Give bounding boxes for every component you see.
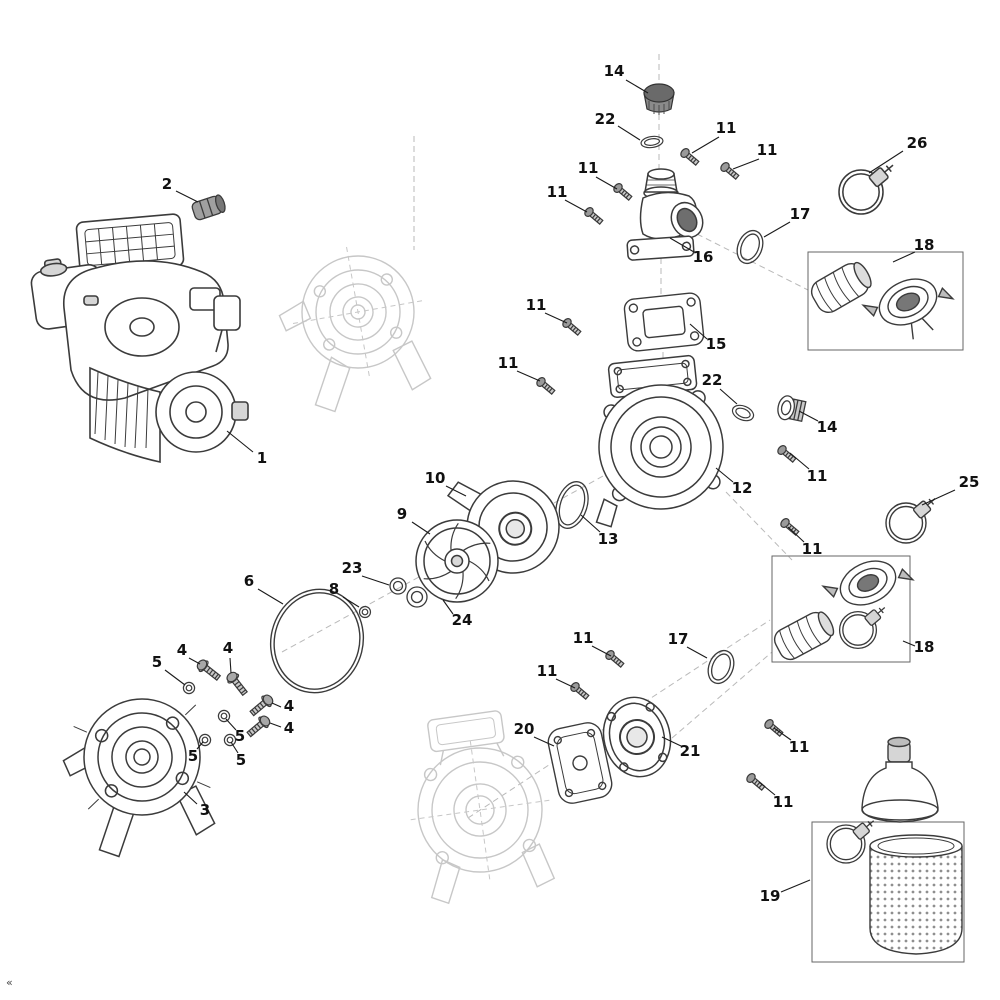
leader-line-11-44	[758, 781, 776, 796]
part-16-outlet-elbow	[626, 168, 704, 261]
part-19-strainer-set	[811, 736, 965, 963]
leader-line-2-7	[175, 190, 199, 203]
leader-line-12-17	[715, 467, 734, 483]
leader-line-26-4	[868, 150, 904, 174]
part-21-suction-flange	[602, 696, 672, 778]
leader-line-19-45	[780, 879, 811, 893]
leader-line-11-16	[789, 452, 810, 470]
leader-line-1-18	[226, 430, 254, 453]
leader-line-11-5	[595, 176, 618, 190]
leader-line-11-6	[564, 199, 588, 213]
leader-line-9-20	[411, 521, 431, 535]
leader-line-11-12	[544, 312, 568, 324]
part-8-oring-small	[358, 605, 372, 619]
part-15-gasket	[623, 292, 705, 352]
part-14-plug	[777, 395, 807, 423]
part-12-pump-housing	[595, 354, 724, 528]
leader-line-5-38	[196, 741, 204, 750]
leader-line-14-15	[798, 410, 819, 422]
leader-line-25-22	[921, 489, 956, 506]
leader-line-5-39	[230, 741, 239, 754]
leader-line-11-42	[773, 727, 792, 741]
leader-line-10-19	[445, 485, 467, 497]
leader-line-17-30	[686, 646, 708, 659]
part-20-gasket-plate	[547, 722, 613, 804]
part-17-seal-bottom	[707, 649, 735, 685]
leader-line-4-32	[188, 657, 201, 665]
leader-line-8-25	[342, 596, 360, 608]
part-14-cap	[643, 83, 675, 115]
leader-line-3-43	[183, 791, 198, 805]
leader-line-5-34	[164, 669, 186, 686]
leader-line-5-37	[225, 718, 237, 731]
part-2-bushing	[191, 194, 226, 221]
leader-line-24-27	[442, 599, 454, 615]
leader-line-11-29	[591, 645, 612, 657]
part-10-pump-cover	[446, 480, 560, 574]
leader-line-22-14	[719, 388, 738, 405]
ghost-pump-housing	[410, 710, 556, 905]
footer-mark: «	[6, 976, 13, 989]
leader-line-18-10	[892, 251, 916, 263]
leader-line-11-3	[732, 158, 760, 170]
leader-line-22-1	[617, 125, 641, 141]
leader-line-23-24	[361, 575, 390, 586]
leader-line-16-8	[669, 237, 695, 253]
leader-line-4-35	[271, 702, 282, 708]
part-3-mounting-flange	[62, 698, 216, 858]
part-18-coupling-set-bottom	[771, 555, 915, 663]
leader-line-11-23	[787, 526, 805, 543]
leader-line-4-36	[269, 722, 282, 728]
leader-line-11-31	[555, 678, 576, 689]
leader-line-20-40	[533, 736, 555, 747]
leader-line-11-13	[516, 370, 541, 382]
leader-line-17-9	[763, 221, 791, 238]
leader-line-13-21	[580, 514, 601, 533]
leader-line-18-28	[902, 640, 916, 647]
part-6-oring-large	[269, 588, 365, 694]
part-9-impeller	[415, 519, 499, 603]
leader-line-14-0	[625, 79, 649, 94]
part-22-oring-top	[640, 135, 664, 149]
part-18-coupling-set-top	[807, 251, 964, 351]
part-23-seal	[389, 577, 428, 608]
ghost-mounting-flange	[278, 246, 432, 413]
part-22-oring-mid	[731, 404, 755, 422]
leader-line-6-26	[257, 588, 284, 605]
leader-line-4-33	[229, 657, 232, 674]
part-1-engine	[30, 213, 249, 463]
part-13-oring	[555, 481, 589, 529]
leader-line-21-41	[661, 736, 682, 747]
leader-line-15-11	[689, 323, 708, 340]
leader-line-11-2	[691, 136, 720, 154]
part-17-seal-top	[736, 229, 764, 265]
